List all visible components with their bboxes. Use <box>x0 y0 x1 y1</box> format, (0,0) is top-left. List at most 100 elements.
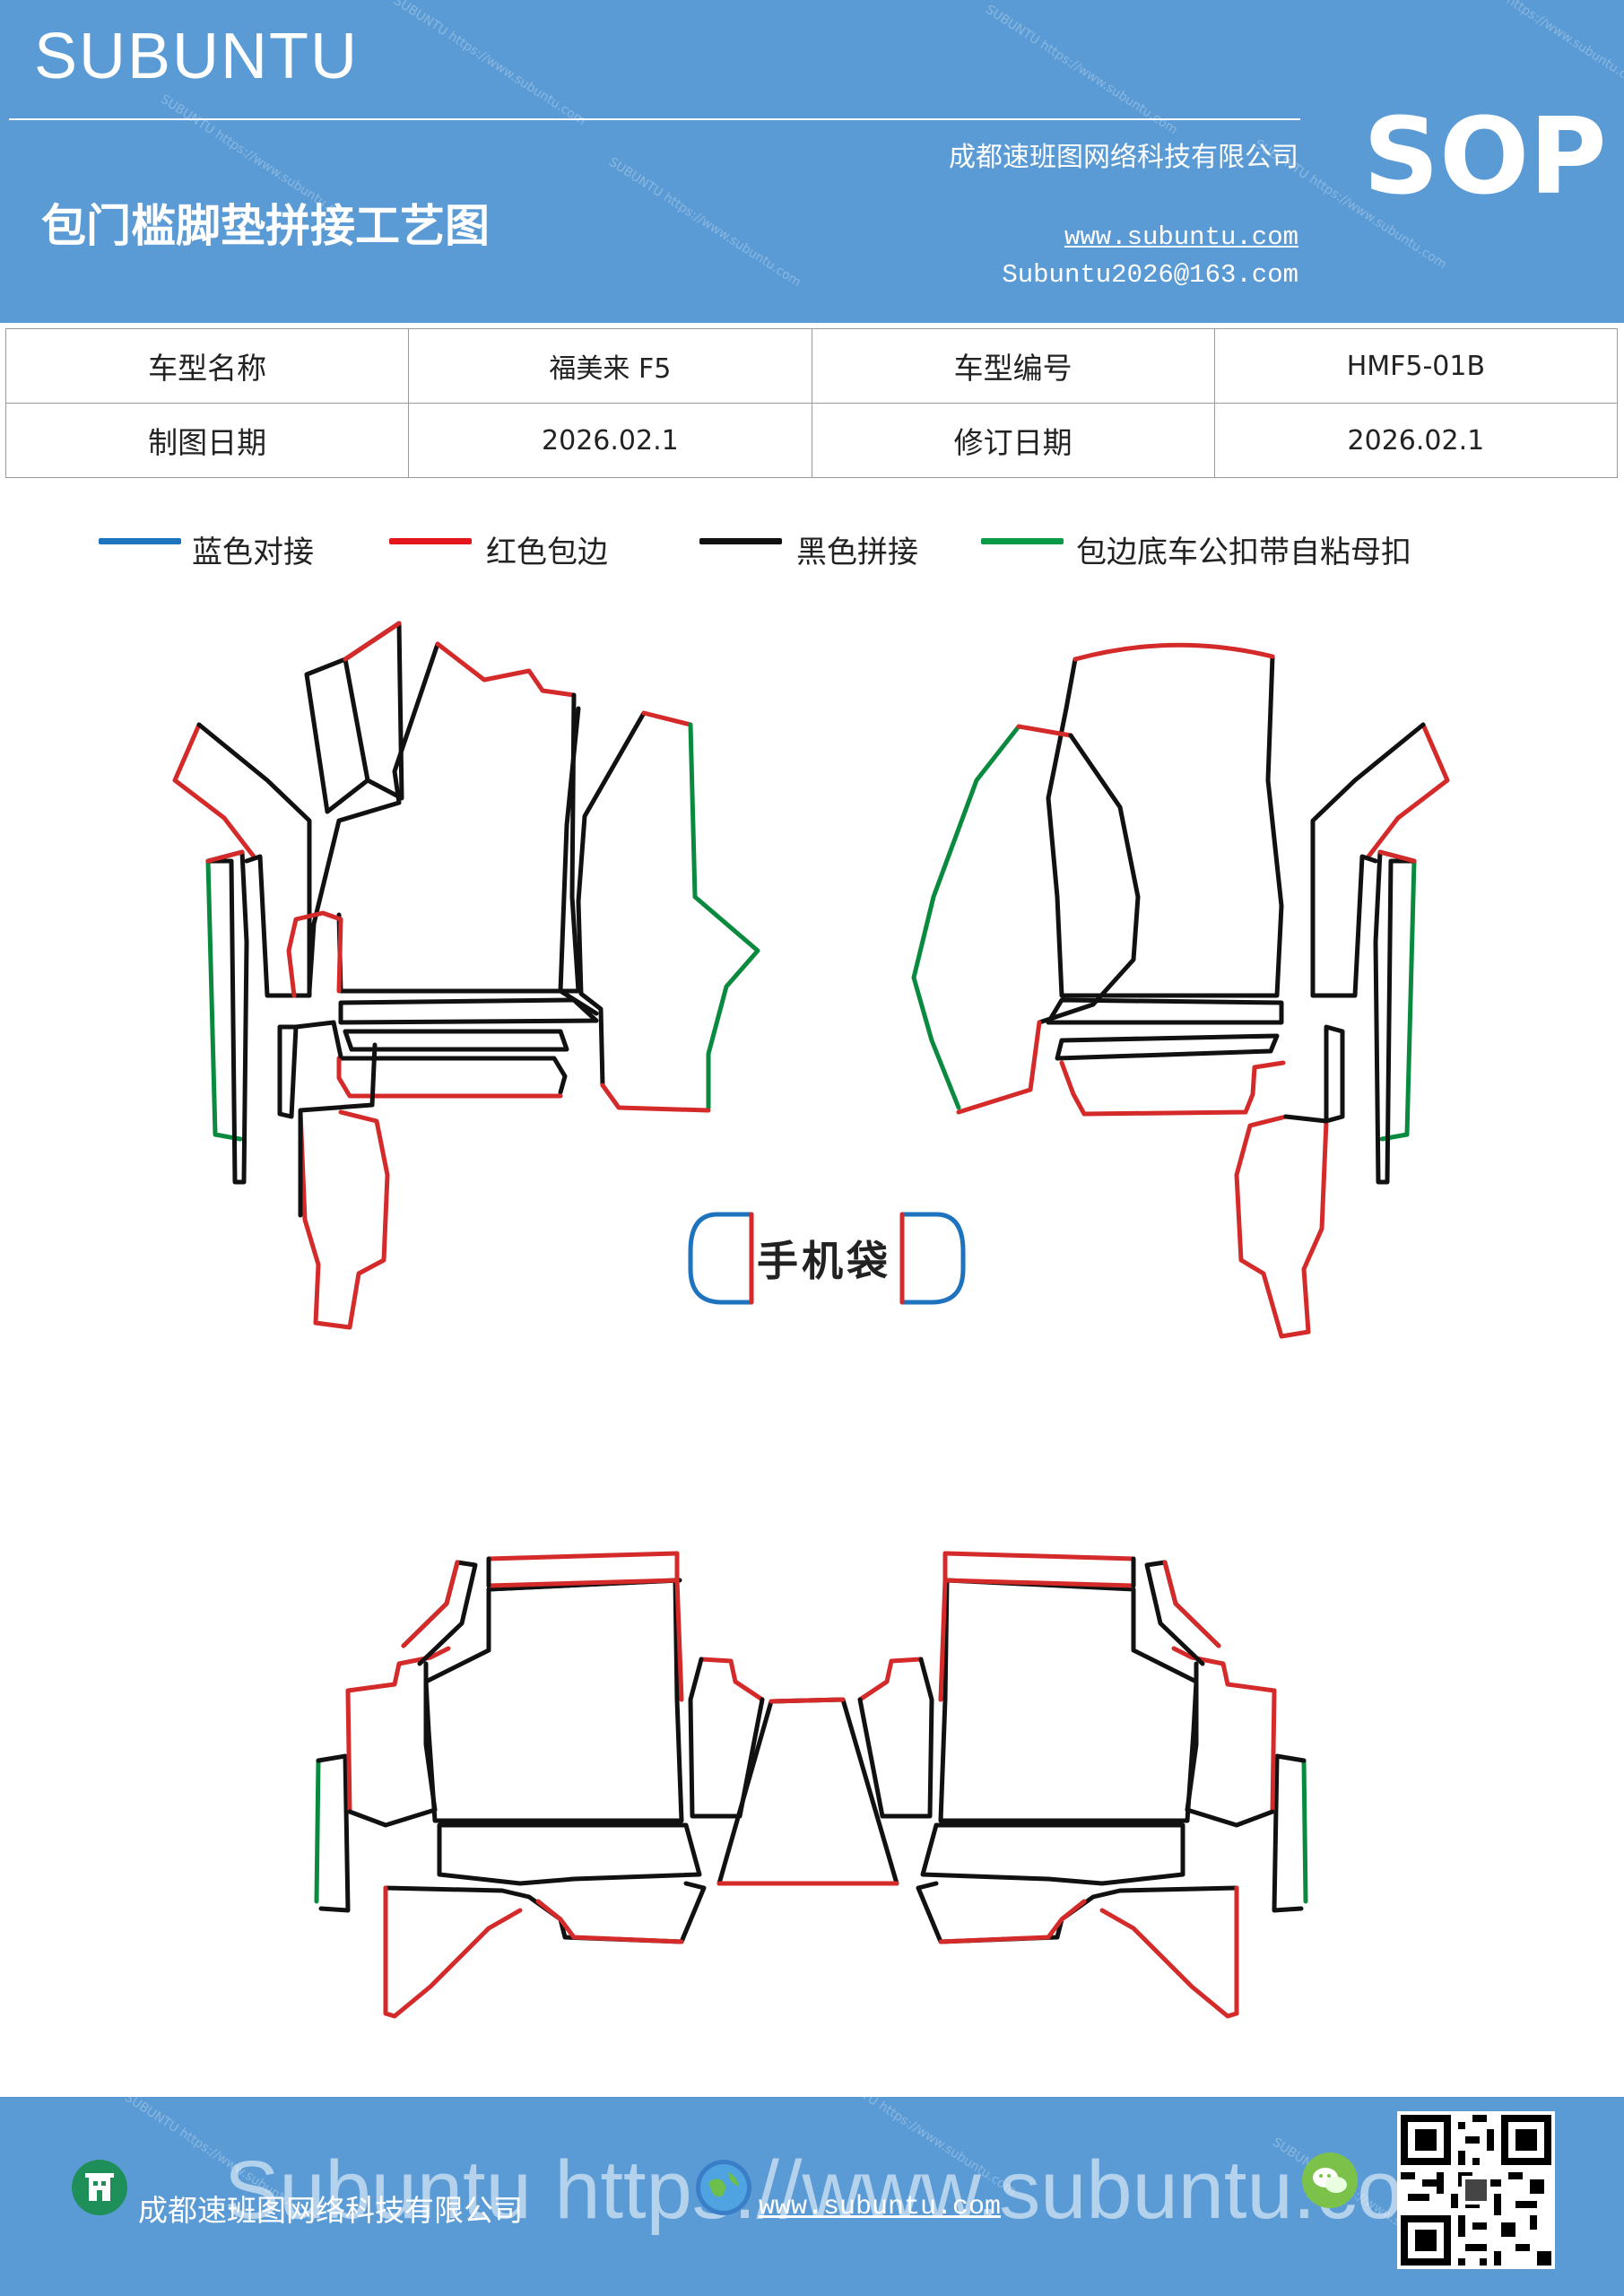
edge-black <box>338 997 599 1025</box>
edge-red <box>942 1551 1136 1588</box>
phone-pouch <box>688 1212 966 1305</box>
sop-badge: SOP <box>1363 94 1607 218</box>
edge-black <box>336 1056 568 1095</box>
edge-red <box>938 1578 948 1702</box>
brand-name: SUBUNTU <box>34 21 360 92</box>
edge-black <box>307 641 440 994</box>
edge-black <box>688 1657 765 1819</box>
edge-red <box>956 1020 1042 1115</box>
edge-black <box>336 692 581 994</box>
edge-blue <box>899 1212 966 1305</box>
front-left-mat <box>172 621 760 1330</box>
edge-black <box>1283 1114 1329 1124</box>
color-legend: 蓝色对接 红色包边 黑色拼接 包边底车公扣带自粘母扣 <box>0 520 1624 574</box>
legend-label: 包边底车公扣带自粘母扣 <box>1076 535 1411 570</box>
wechat-icon <box>1302 2152 1358 2208</box>
edge-red <box>486 1551 680 1588</box>
edge-red <box>641 710 693 727</box>
edge-black <box>277 1024 299 1119</box>
legend-swatch <box>389 538 472 544</box>
footer-watermark-text: Subuntu https://www.subuntu.com <box>224 2144 1472 2236</box>
edge-red <box>1059 1060 1286 1117</box>
website-link[interactable]: www.subuntu.com <box>1064 222 1298 252</box>
phone-pouch-label: 手机袋 <box>757 1237 891 1285</box>
edge-red <box>1016 724 1073 738</box>
edge-black <box>304 657 370 814</box>
model-code-label: 车型编号 <box>811 328 1215 404</box>
edge-black <box>1310 854 1378 998</box>
edge-blue <box>688 1212 754 1305</box>
edge-red <box>769 1697 846 1704</box>
edge-red <box>1073 642 1275 662</box>
page-title: 包门槛脚垫拼接工艺图 <box>41 200 490 252</box>
edge-black <box>857 1657 934 1819</box>
edge-black <box>1037 733 1141 1025</box>
edge-green <box>205 858 243 1142</box>
legend-label: 蓝色对接 <box>192 535 314 570</box>
edge-red <box>435 641 577 698</box>
edge-black <box>1046 654 1284 998</box>
edge-red <box>383 1885 523 2019</box>
edge-red <box>938 1899 1087 1944</box>
edge-red <box>699 1657 765 1702</box>
header-divider <box>9 118 1300 120</box>
legend-label: 黑色拼接 <box>796 535 918 570</box>
edge-black <box>293 1020 343 1059</box>
edge-black <box>383 1881 707 1944</box>
edge-black <box>196 722 312 998</box>
legend-swatch <box>699 538 782 544</box>
legend-swatch <box>99 538 181 544</box>
header: SUBUNTU https://www.subuntu.com SUBUNTU … <box>0 0 1624 323</box>
edge-green <box>314 1758 321 1904</box>
table-row: 制图日期 2026.02.1 修订日期 2026.02.1 <box>4 403 1619 478</box>
edge-red <box>401 1560 460 1648</box>
floor-mat-diagram <box>172 621 1450 2019</box>
edge-red <box>298 1109 390 1330</box>
revision-date-label: 修订日期 <box>811 403 1215 478</box>
front-right-mat <box>911 642 1450 1339</box>
edge-green <box>1379 858 1417 1142</box>
edge-red <box>345 1646 451 1814</box>
edge-black <box>916 1881 1239 1944</box>
edge-red <box>286 910 343 998</box>
edge-black <box>576 710 647 1088</box>
edge-black <box>244 854 312 998</box>
edge-red <box>205 849 245 864</box>
edge-green <box>911 724 1021 1110</box>
model-name-value: 福美来 F5 <box>408 328 812 404</box>
edge-red <box>336 1056 563 1099</box>
edge-green <box>1301 1758 1308 1904</box>
edge-black <box>316 1753 351 1913</box>
revision-date-value: 2026.02.1 <box>1213 403 1619 478</box>
footer-website-link[interactable]: www.subuntu.com <box>759 2192 1002 2222</box>
edge-black <box>343 1029 569 1052</box>
table-row: 车型名称 福美来 F5 车型编号 HMF5-01B <box>4 328 1619 404</box>
footer: SUBUNTU https://www.subuntu.com SUBUNTU … <box>0 2097 1624 2296</box>
edge-black <box>1046 997 1284 1025</box>
legend-label: 红色包边 <box>486 535 608 570</box>
edge-black <box>1324 1024 1345 1124</box>
edge-green <box>688 722 760 1110</box>
edge-red <box>1162 1560 1221 1648</box>
edge-red <box>172 722 256 859</box>
legend-swatch <box>981 538 1064 544</box>
edge-red <box>535 1899 684 1944</box>
edge-red <box>1234 1114 1329 1339</box>
edge-black <box>716 1697 899 1886</box>
edge-black <box>1055 1033 1280 1061</box>
edge-red <box>1377 849 1417 864</box>
edge-black <box>423 1578 684 1823</box>
qr-code <box>1397 2111 1555 2269</box>
company-name: 成都速班图网络科技有限公司 <box>949 142 1298 173</box>
model-name-label: 车型名称 <box>4 328 410 404</box>
edge-red <box>1171 1646 1277 1814</box>
email-address: Subuntu2026@163.com <box>1002 260 1298 290</box>
model-code-value: HMF5-01B <box>1213 328 1619 404</box>
vehicle-info-table: 车型名称 福美来 F5 车型编号 HMF5-01B 制图日期 2026.02.1… <box>4 328 1619 478</box>
edge-red <box>1099 1885 1239 2019</box>
edge-red <box>600 1083 711 1113</box>
edge-red <box>674 1578 684 1702</box>
edge-black <box>298 1042 378 1113</box>
edge-black <box>938 1578 1199 1823</box>
drawing-date-value: 2026.02.1 <box>408 403 812 478</box>
